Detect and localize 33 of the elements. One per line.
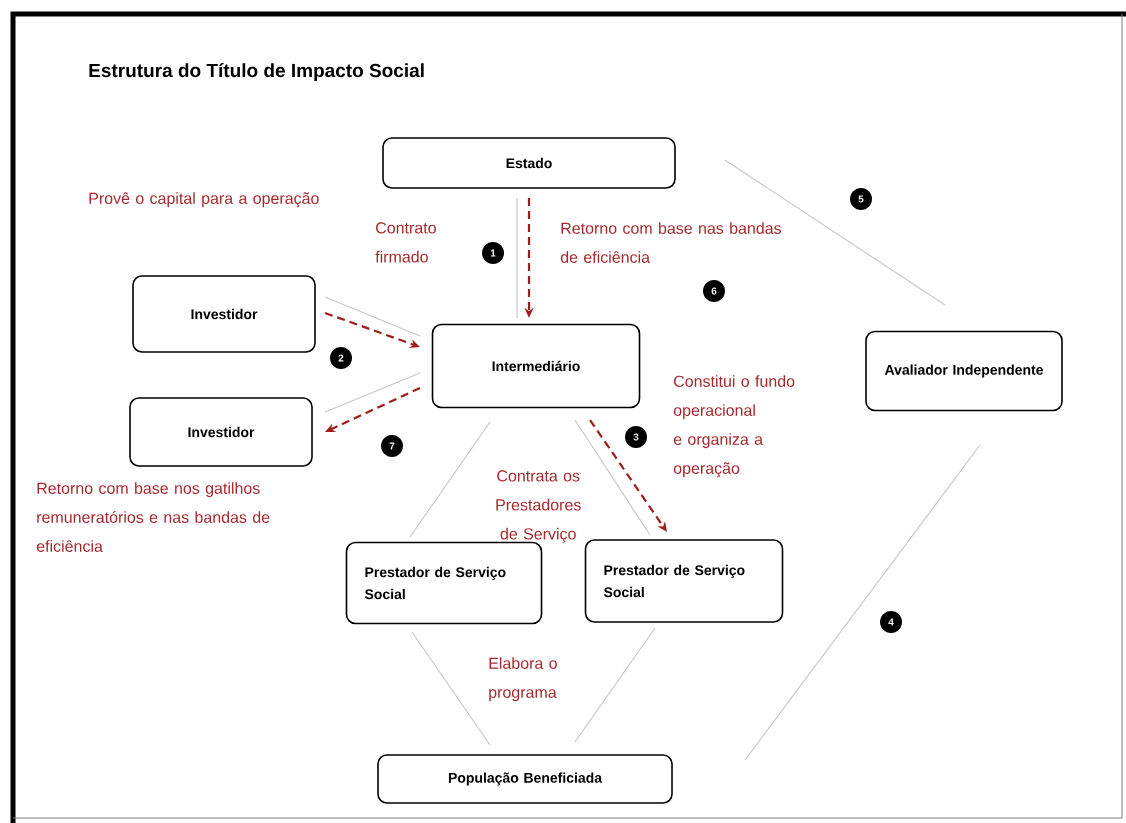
callout-number: 7 (381, 435, 403, 457)
callout-number: 2 (330, 347, 352, 369)
connector-line (516, 197, 518, 319)
annotation-text: Provê o capital para a operação (89, 192, 319, 208)
annotation-text: Contrata os Prestadores de Serviço (496, 470, 581, 543)
connector-line (409, 421, 491, 538)
connector-line (744, 444, 981, 761)
rounded-box: Prestador de Serviço Social (584, 539, 784, 623)
rounded-box: Prestador de Serviço Social (345, 541, 543, 625)
rounded-box: Intermediário (431, 323, 641, 409)
rounded-box: Investidor (129, 397, 313, 467)
annotation-text: Retorno com base nos gatilhos remuneratórios e nas bandas de eficiência (36, 482, 270, 552)
callout-number: 5 (850, 188, 872, 210)
rounded-box: Estado (382, 137, 676, 189)
rounded-box: População Beneficiada (377, 754, 673, 804)
connector-line (574, 627, 656, 743)
callout-number: 4 (880, 611, 902, 633)
connector-line (411, 631, 491, 746)
connector-line (724, 159, 946, 306)
connector-line (324, 372, 421, 413)
title: Estrutura do Título de Impacto Social (89, 63, 424, 81)
callout-number: 1 (482, 242, 504, 264)
callout-number: 3 (625, 426, 647, 448)
annotation-text: Elabora o programa (489, 657, 557, 702)
dashed-arrow (589, 419, 667, 532)
connector-line (574, 419, 651, 536)
annotation-text: Constitui o fundo operacional e organiza a operação (673, 375, 795, 478)
callout-number: 6 (703, 280, 725, 302)
connector-line (324, 296, 421, 337)
rounded-box: Investidor (132, 275, 316, 353)
annotation-text: Contrato firmado (375, 222, 436, 263)
annotation-text: Retorno com base nas bandas de eficiência (560, 222, 782, 263)
rounded-box: Avaliador Independente (865, 330, 1063, 412)
